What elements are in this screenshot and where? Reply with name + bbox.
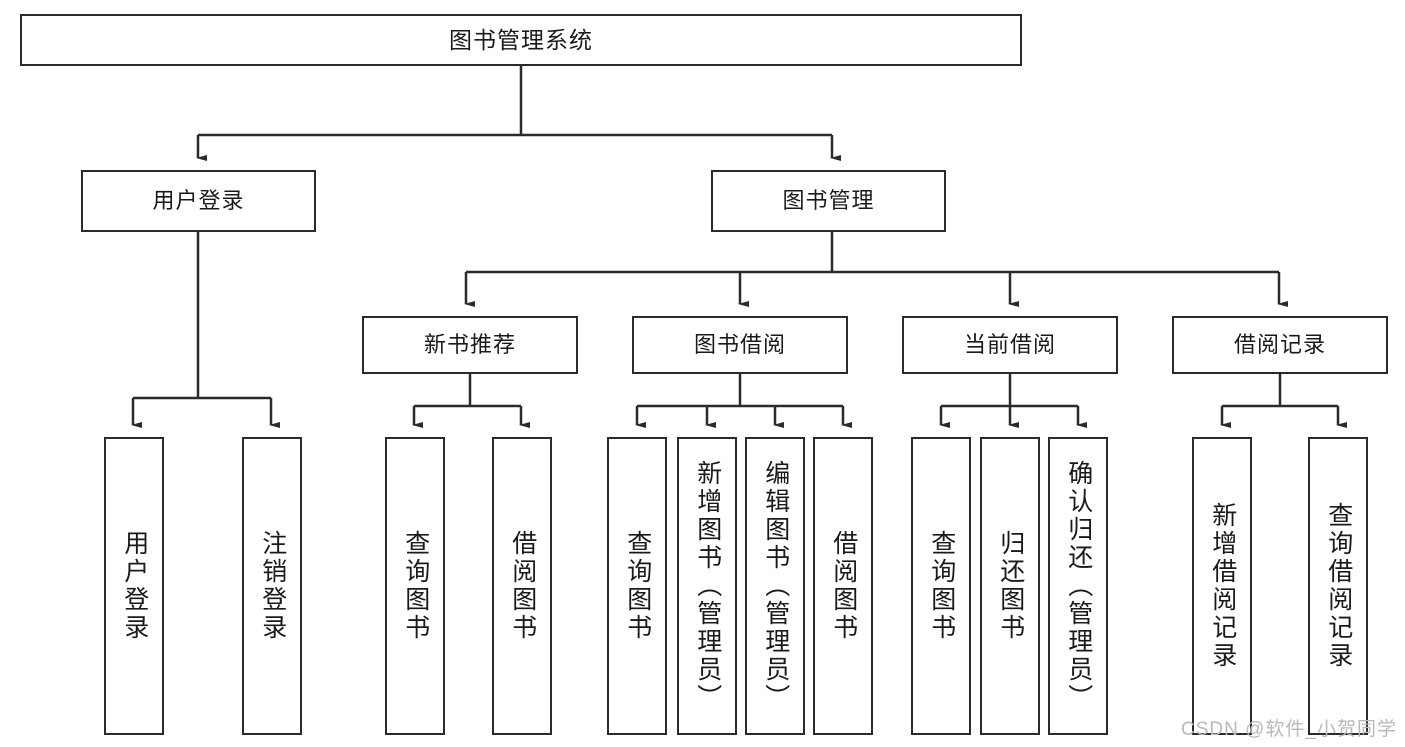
leaf-recommend-query-book[interactable]: 查询图书 bbox=[385, 437, 445, 735]
leaf-recommend-borrow-book[interactable]: 借阅图书 bbox=[492, 437, 552, 735]
node-current-borrow[interactable]: 当前借阅 bbox=[902, 316, 1118, 374]
node-label: 归还图书 bbox=[996, 530, 1025, 642]
node-book-borrow[interactable]: 图书借阅 bbox=[632, 316, 848, 374]
node-label: 当前借阅 bbox=[963, 332, 1056, 357]
node-label: 新书推荐 bbox=[423, 332, 516, 357]
node-label: 确认归还（管理员） bbox=[1064, 460, 1093, 712]
leaf-current-return-book[interactable]: 归还图书 bbox=[980, 437, 1040, 735]
node-label: 借阅图书 bbox=[508, 530, 537, 642]
node-label: 借阅记录 bbox=[1233, 332, 1326, 357]
node-label: 用户登录 bbox=[120, 530, 149, 642]
node-label: 编辑图书（管理员） bbox=[761, 460, 790, 712]
leaf-record-query-record[interactable]: 查询借阅记录 bbox=[1308, 437, 1368, 735]
node-label: 用户登录 bbox=[152, 188, 245, 213]
leaf-borrow-borrow-book[interactable]: 借阅图书 bbox=[813, 437, 873, 735]
leaf-borrow-edit-book-admin[interactable]: 编辑图书（管理员） bbox=[745, 437, 805, 735]
node-label: 新增借阅记录 bbox=[1208, 502, 1237, 670]
node-label: 图书借阅 bbox=[693, 332, 786, 357]
node-label: 查询图书 bbox=[927, 530, 956, 642]
leaf-user-login-signout[interactable]: 注销登录 bbox=[242, 437, 302, 735]
node-new-book-recommend[interactable]: 新书推荐 bbox=[362, 316, 578, 374]
node-label: 注销登录 bbox=[258, 530, 287, 642]
node-label: 借阅图书 bbox=[829, 530, 858, 642]
node-book-management[interactable]: 图书管理 bbox=[711, 170, 946, 232]
node-label: 查询图书 bbox=[401, 530, 430, 642]
leaf-current-query-book[interactable]: 查询图书 bbox=[911, 437, 971, 735]
leaf-borrow-query-book[interactable]: 查询图书 bbox=[607, 437, 667, 735]
node-label: 查询借阅记录 bbox=[1324, 502, 1353, 670]
watermark-text: CSDN @软件_小贺同学 bbox=[1181, 719, 1397, 740]
leaf-record-add-record[interactable]: 新增借阅记录 bbox=[1192, 437, 1252, 735]
node-root-system[interactable]: 图书管理系统 bbox=[20, 14, 1022, 66]
node-borrow-record[interactable]: 借阅记录 bbox=[1172, 316, 1388, 374]
leaf-borrow-add-book-admin[interactable]: 新增图书（管理员） bbox=[677, 437, 737, 735]
node-label: 查询图书 bbox=[623, 530, 652, 642]
leaf-current-confirm-return-admin[interactable]: 确认归还（管理员） bbox=[1048, 437, 1108, 735]
node-label: 新增图书（管理员） bbox=[693, 460, 722, 712]
leaf-user-login-signin[interactable]: 用户登录 bbox=[104, 437, 164, 735]
node-label: 图书管理系统 bbox=[449, 26, 593, 53]
node-user-login[interactable]: 用户登录 bbox=[81, 170, 316, 232]
node-label: 图书管理 bbox=[782, 188, 875, 213]
